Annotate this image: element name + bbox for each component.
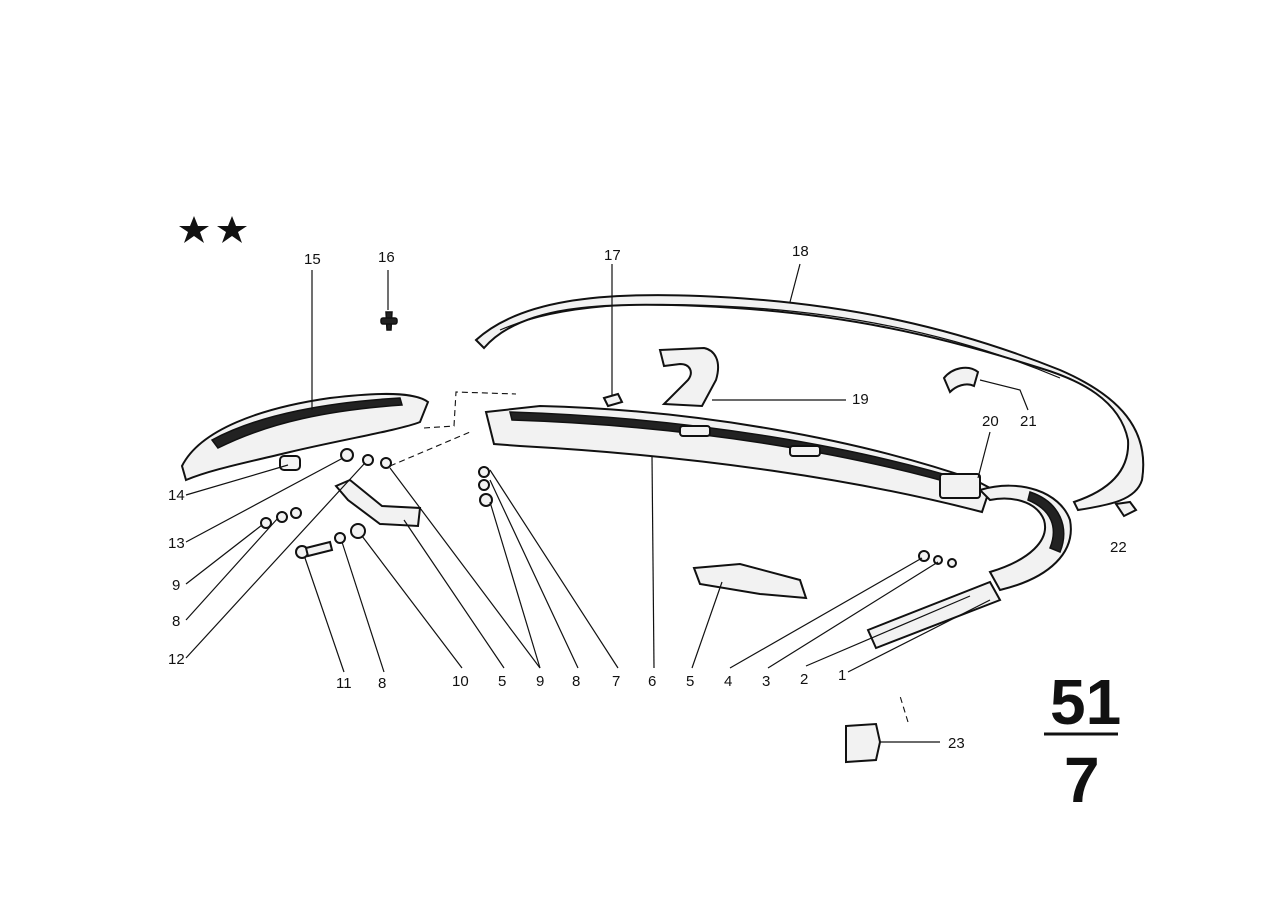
part-6-bumper-bar: [484, 404, 992, 514]
callout-7: 7: [612, 673, 620, 690]
star-marker: [179, 216, 247, 243]
callout-3: 3: [762, 673, 770, 690]
callout-15: 15: [304, 251, 321, 268]
callout-12: 12: [168, 651, 185, 668]
callout-14: 14: [168, 487, 185, 504]
section-number: 51 7: [1044, 666, 1121, 816]
hardware-small-parts: [260, 392, 957, 568]
callout-18: 18: [792, 243, 809, 260]
part-23-bracket: [845, 722, 882, 764]
callout-11: 11: [336, 675, 352, 692]
part-20-corner-piece: [939, 473, 1072, 592]
callout-2: 2: [800, 671, 808, 688]
part-19-bracket: [658, 346, 720, 408]
part-21-clip: [942, 366, 980, 394]
section-subgroup: 7: [1064, 744, 1100, 816]
callout-23: 23: [948, 735, 965, 752]
callout-13: 13: [168, 535, 185, 552]
callout-labels: 14 13 9 8 12 11 8 10 5 9 8 7 6 5 4 3 2 1…: [168, 243, 1127, 752]
part-16-screw: [380, 311, 398, 331]
part-5-mounting-plate: [334, 478, 808, 600]
callout-8-left: 8: [172, 613, 180, 630]
callout-8-mid: 8: [378, 675, 386, 692]
callout-1: 1: [838, 667, 846, 684]
callout-4: 4: [724, 673, 732, 690]
part-18-trim-strip: [474, 294, 1145, 512]
callout-9-left: 9: [172, 577, 180, 594]
callout-5-left: 5: [498, 673, 506, 690]
callout-17: 17: [604, 247, 621, 264]
callout-10: 10: [452, 673, 469, 690]
callout-6: 6: [648, 673, 656, 690]
part-1-rubber-strip: [866, 580, 1002, 650]
callout-16: 16: [378, 249, 395, 266]
callout-20: 20: [982, 413, 999, 430]
part-15-end-trim: [180, 392, 430, 482]
alignment-lines: [389, 391, 909, 723]
leader-lines: [185, 263, 1029, 743]
callout-19: 19: [852, 391, 869, 408]
part-22-clip: [1114, 500, 1138, 518]
callout-21: 21: [1020, 413, 1037, 430]
callout-5-right: 5: [686, 673, 694, 690]
callout-22: 22: [1110, 539, 1127, 556]
callout-8-right: 8: [572, 673, 580, 690]
section-group: 51: [1050, 666, 1121, 738]
callout-9-mid: 9: [536, 673, 544, 690]
